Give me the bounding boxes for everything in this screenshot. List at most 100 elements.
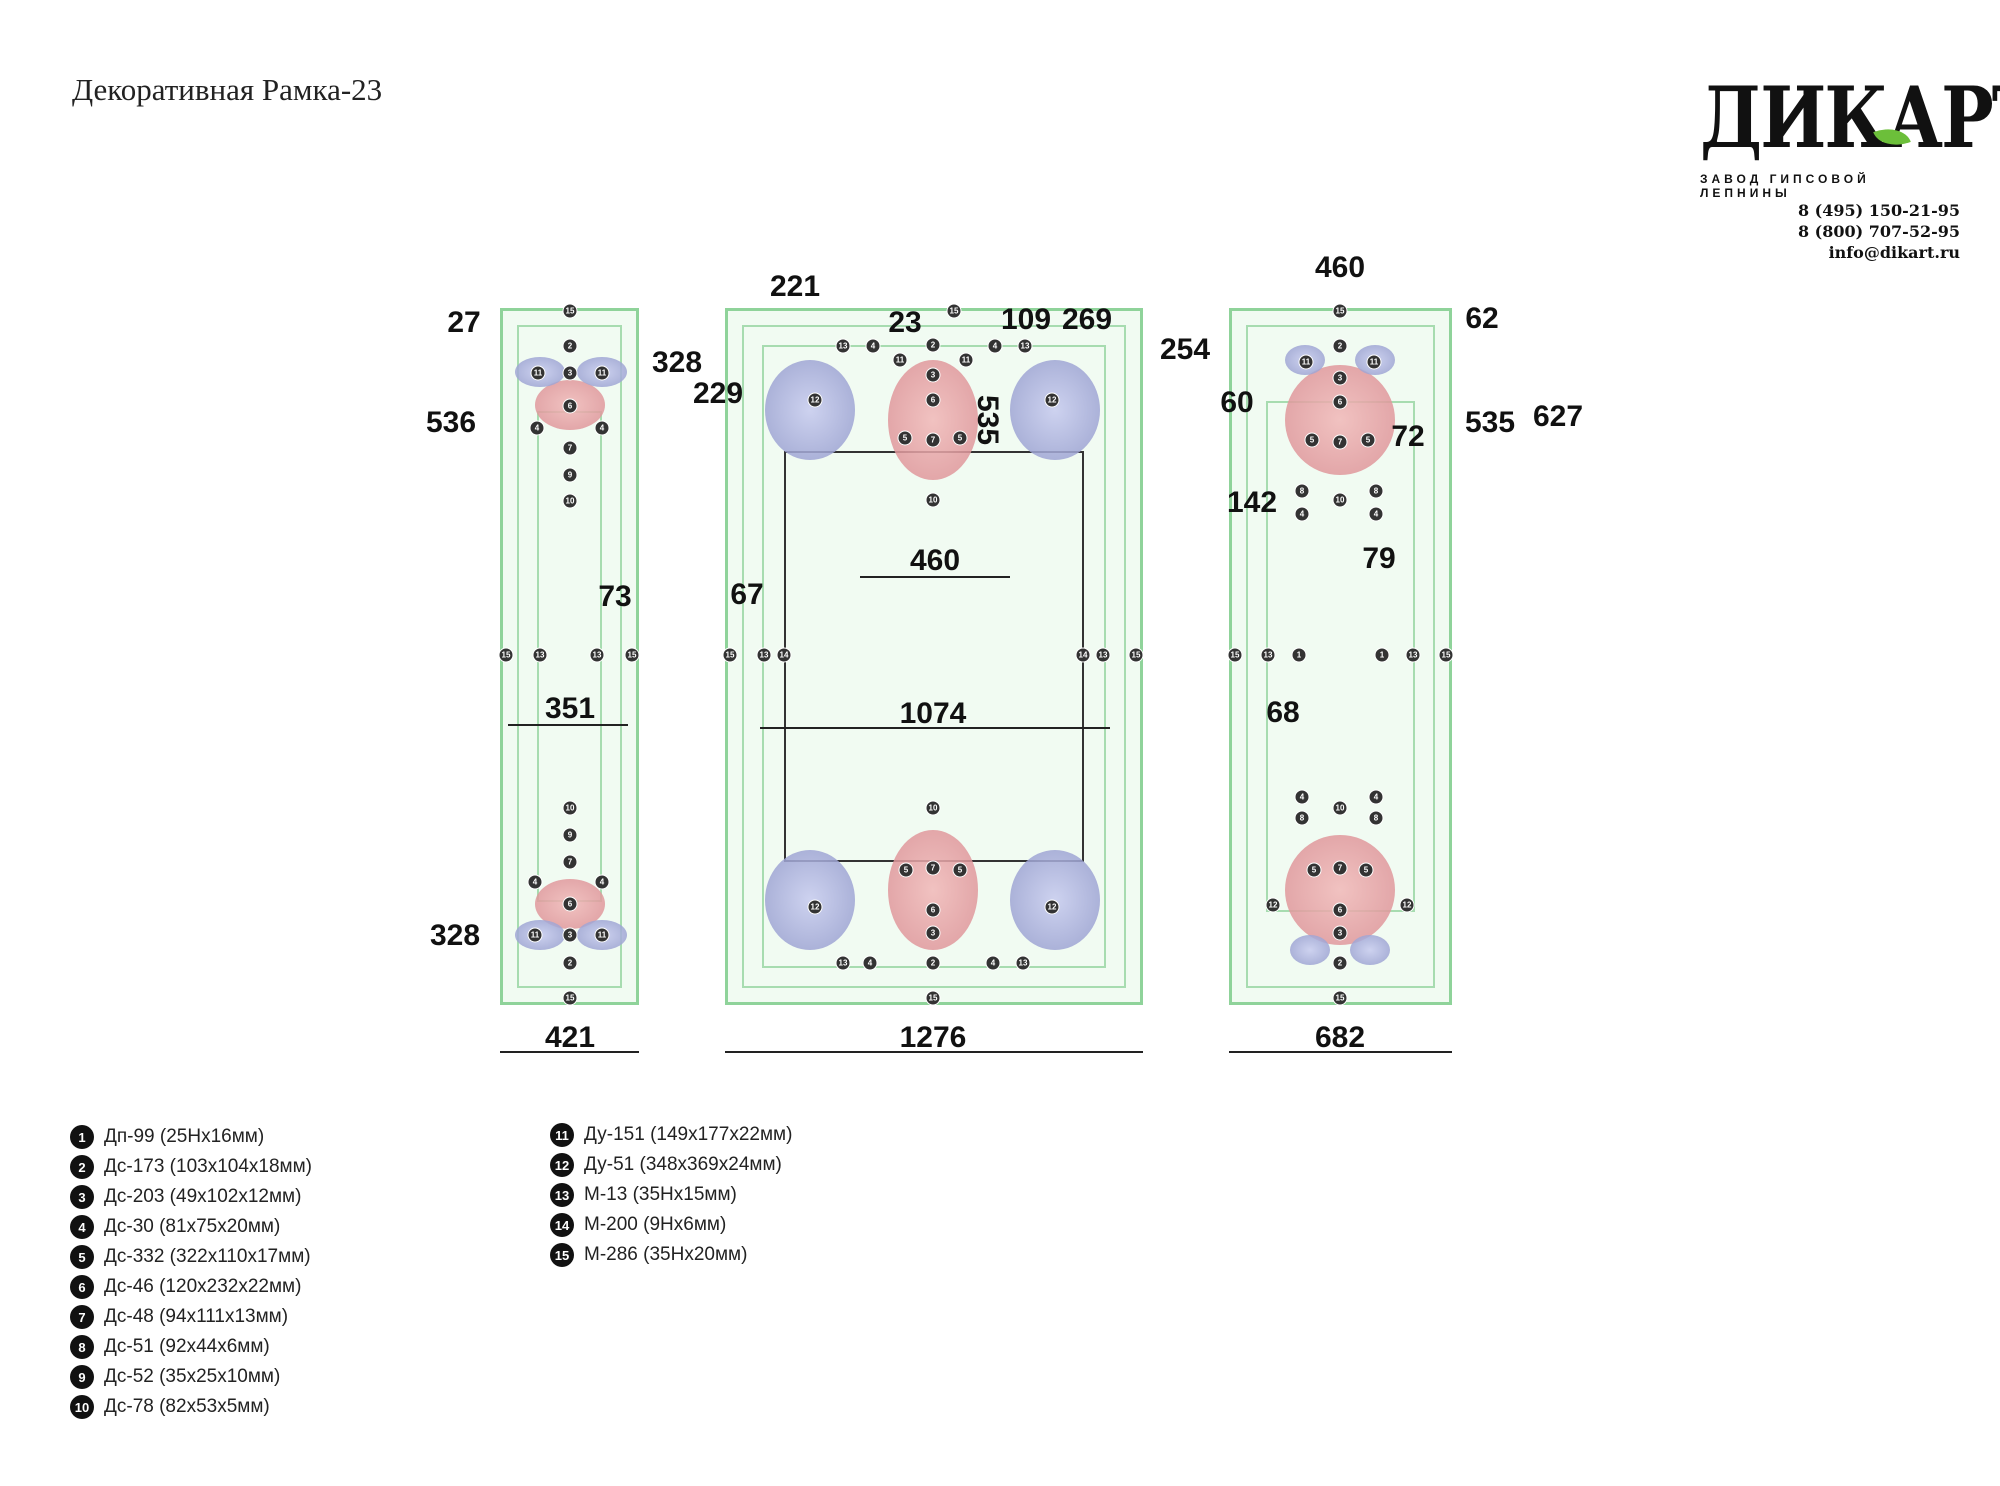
part-marker: 3	[925, 367, 941, 383]
legend-item: 3 Дс-203 (49х102х12мм)	[70, 1182, 312, 1212]
dimension-label: 254	[1159, 333, 1211, 366]
dimension-label: 351	[544, 692, 596, 725]
dimension-label: 460	[1314, 251, 1366, 284]
part-marker: 15	[1227, 647, 1243, 663]
part-marker: 8	[1368, 810, 1384, 826]
legend-item: 12 Ду-51 (348х369х24мм)	[550, 1150, 792, 1180]
part-marker: 10	[925, 492, 941, 508]
legend-item: 7 Дс-48 (94х111х13мм)	[70, 1302, 312, 1332]
dimension-label: 682	[1314, 1021, 1366, 1054]
part-marker: 5	[1360, 432, 1376, 448]
part-number-badge: 3	[70, 1185, 94, 1209]
part-marker: 5	[1358, 862, 1374, 878]
part-marker: 5	[897, 430, 913, 446]
part-marker: 15	[562, 303, 578, 319]
part-marker: 13	[756, 647, 772, 663]
part-marker: 6	[562, 896, 578, 912]
part-marker: 7	[1332, 860, 1348, 876]
part-number-badge: 11	[550, 1123, 574, 1147]
part-number-badge: 10	[70, 1395, 94, 1419]
logo-tagline: ЗАВОД ГИПСОВОЙ ЛЕПНИНЫ	[1700, 172, 1870, 200]
part-marker: 4	[1368, 506, 1384, 522]
part-marker: 2	[925, 955, 941, 971]
part-marker: 9	[562, 467, 578, 483]
part-marker: 13	[1015, 955, 1031, 971]
part-number-badge: 7	[70, 1305, 94, 1329]
part-marker: 14	[776, 647, 792, 663]
dimension-label: 1276	[899, 1021, 967, 1054]
part-marker: 4	[865, 338, 881, 354]
legend-text: Дп-99 (25Нх16мм)	[104, 1126, 265, 1147]
dimension-label: 109	[1000, 303, 1052, 336]
part-number-badge: 12	[550, 1153, 574, 1177]
part-marker: 12	[807, 392, 823, 408]
part-marker: 12	[807, 899, 823, 915]
part-marker: 15	[1332, 303, 1348, 319]
dimension-label: 142	[1226, 486, 1278, 519]
part-marker: 11	[594, 927, 610, 943]
part-marker: 4	[529, 420, 545, 436]
legend-item: 1 Дп-99 (25Нх16мм)	[70, 1122, 312, 1152]
legend-text: Дс-30 (81х75х20мм)	[104, 1216, 281, 1237]
part-marker: 13	[589, 647, 605, 663]
part-marker: 11	[1298, 354, 1314, 370]
part-number-badge: 6	[70, 1275, 94, 1299]
dimension-label: 72	[1391, 420, 1425, 453]
part-marker: 5	[1304, 432, 1320, 448]
part-marker: 6	[925, 392, 941, 408]
part-marker: 12	[1044, 899, 1060, 915]
dimension-line	[725, 1051, 1143, 1053]
legend-text: Ду-51 (348х369х24мм)	[584, 1154, 782, 1175]
part-number-badge: 14	[550, 1213, 574, 1237]
part-number-badge: 1	[70, 1125, 94, 1149]
part-marker: 10	[1332, 800, 1348, 816]
part-marker: 3	[1332, 370, 1348, 386]
dimension-label: 27	[447, 306, 481, 339]
part-marker: 8	[1294, 483, 1310, 499]
part-marker: 13	[532, 647, 548, 663]
dimension-label: 535	[1464, 406, 1516, 439]
legend-text: Дс-203 (49х102х12мм)	[104, 1186, 302, 1207]
part-marker: 4	[987, 338, 1003, 354]
part-marker: 13	[1405, 647, 1421, 663]
dimension-line	[508, 724, 628, 726]
part-marker: 11	[1366, 354, 1382, 370]
dimension-label: 536	[425, 406, 477, 439]
part-marker: 8	[1294, 810, 1310, 826]
dimension-label: 62	[1465, 302, 1499, 335]
part-marker: 4	[594, 874, 610, 890]
part-marker: 13	[835, 955, 851, 971]
part-marker: 4	[1294, 789, 1310, 805]
part-marker: 11	[527, 927, 543, 943]
legend-text: М-286 (35Нх20мм)	[584, 1244, 748, 1265]
part-marker: 4	[1368, 789, 1384, 805]
part-marker: 2	[1332, 955, 1348, 971]
dimension-label: 328	[429, 919, 481, 952]
dimension-line	[1229, 1051, 1452, 1053]
part-marker: 7	[925, 432, 941, 448]
part-marker: 5	[952, 862, 968, 878]
legend-text: Дс-48 (94х111х13мм)	[104, 1306, 289, 1327]
part-marker: 6	[1332, 394, 1348, 410]
part-marker: 13	[1095, 647, 1111, 663]
part-marker: 10	[925, 800, 941, 816]
part-marker: 6	[925, 902, 941, 918]
dimension-label: 221	[769, 270, 821, 303]
ornament	[1350, 935, 1390, 965]
dimension-label: 23	[888, 306, 922, 339]
part-marker: 15	[946, 303, 962, 319]
ornament	[1010, 360, 1100, 460]
part-marker: 7	[562, 854, 578, 870]
part-marker: 15	[925, 990, 941, 1006]
dimension-label: 535	[971, 394, 1004, 446]
part-marker: 1	[1291, 647, 1307, 663]
part-marker: 11	[530, 365, 546, 381]
dimension-line	[500, 1051, 639, 1053]
